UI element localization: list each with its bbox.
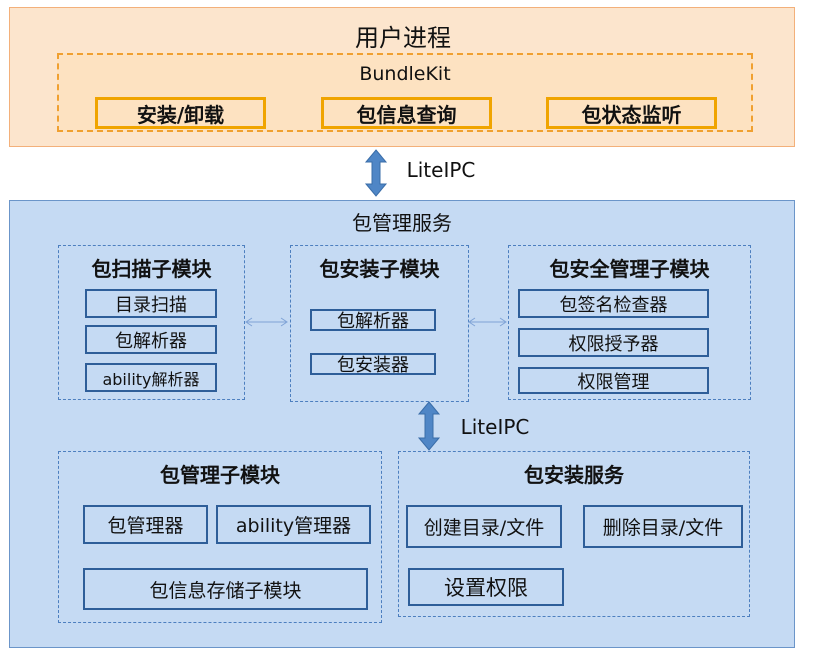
create-dir-file-box: 创建目录/文件: [406, 505, 562, 548]
bundlekit-title: BundleKit: [359, 63, 451, 85]
dir-scan-box: 目录扫描: [85, 289, 217, 318]
bundle-manager-service-title: 包管理服务: [352, 210, 452, 235]
manager-module: 包管理子模块 包管理器 ability管理器 包信息存储子模块: [58, 451, 382, 623]
install-module: 包安装子模块 包解析器 包安装器: [290, 245, 469, 402]
security-module: 包安全管理子模块 包签名检查器 权限授予器 权限管理: [508, 245, 751, 400]
package-manager-box: 包管理器: [83, 505, 208, 544]
installer-box: 包安装器: [310, 353, 436, 376]
security-module-title: 包安全管理子模块: [549, 256, 710, 281]
install-service-title: 包安装服务: [524, 462, 624, 487]
install-module-title: 包安装子模块: [319, 256, 440, 281]
install-parser-box: 包解析器: [310, 309, 436, 332]
install-uninstall-box: 安装/卸载: [95, 97, 266, 129]
delete-dir-file-box: 删除目录/文件: [583, 505, 743, 548]
manager-module-title: 包管理子模块: [160, 462, 280, 487]
user-process-panel: 用户进程 BundleKit 安装/卸载 包信息查询 包状态监听: [9, 7, 795, 147]
ability-parser-box: ability解析器: [85, 363, 217, 392]
liteipc-top-label: LiteIPC: [406, 158, 476, 182]
package-status-listen-box: 包状态监听: [546, 97, 717, 129]
signature-checker-box: 包签名检查器: [518, 289, 709, 318]
permission-manager-box: 权限管理: [518, 367, 709, 394]
scan-module: 包扫描子模块 目录扫描 包解析器 ability解析器: [58, 245, 245, 400]
liteipc-mid-label: LiteIPC: [460, 415, 530, 439]
bundlekit-frame: BundleKit 安装/卸载 包信息查询 包状态监听: [57, 53, 753, 132]
liteipc-top-arrow: [364, 149, 388, 197]
set-permission-box: 设置权限: [408, 568, 564, 606]
install-service-module: 包安装服务 创建目录/文件 删除目录/文件 设置权限: [398, 451, 750, 617]
user-process-title: 用户进程: [355, 23, 451, 52]
scan-module-title: 包扫描子模块: [91, 256, 212, 281]
scan-parser-box: 包解析器: [85, 325, 217, 354]
ability-manager-box: ability管理器: [216, 505, 371, 544]
info-storage-module-box: 包信息存储子模块: [83, 568, 368, 610]
permission-granter-box: 权限授予器: [518, 328, 709, 357]
bundle-manager-service-panel: 包管理服务 包扫描子模块 目录扫描 包解析器 ability解析器 包安装子模块…: [9, 200, 795, 648]
package-info-query-box: 包信息查询: [321, 97, 492, 129]
